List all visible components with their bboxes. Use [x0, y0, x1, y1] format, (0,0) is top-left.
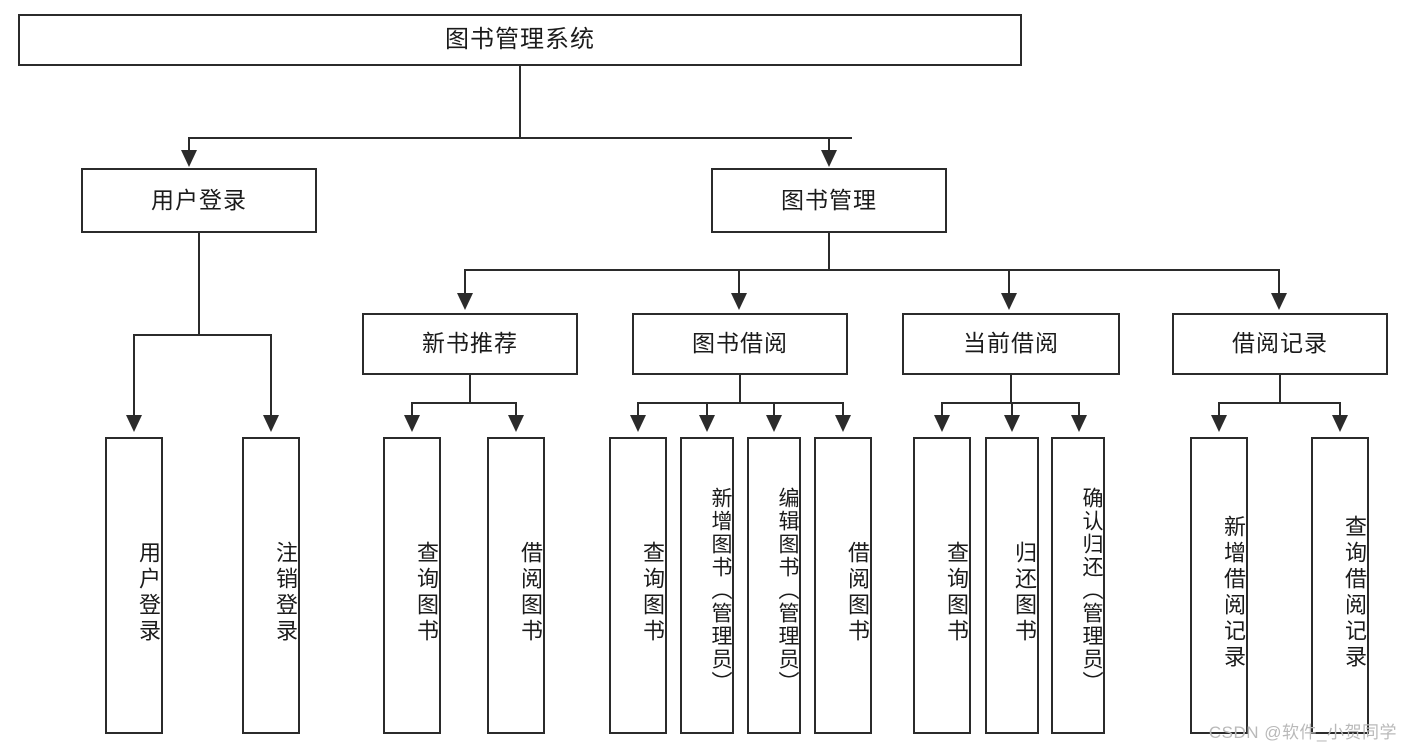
- arrow-to-user-login: [181, 150, 197, 167]
- connector-root-drop-left: [188, 137, 190, 154]
- arrow-to-leaf-query-book-1: [404, 415, 420, 432]
- connector-bookborrow-drop-2: [706, 402, 708, 418]
- connector-bookborrow-drop-1: [637, 402, 639, 418]
- node-user-login[interactable]: 用户登录: [81, 168, 317, 233]
- node-borrow-record[interactable]: 借阅记录: [1172, 313, 1388, 375]
- leaf-user-login[interactable]: 用户登录: [105, 437, 163, 734]
- connector-bookmanage-stem: [828, 233, 830, 271]
- leaf-query-book-borrow[interactable]: 查询图书: [609, 437, 667, 734]
- connector-bookborrow-drop-4: [842, 402, 844, 418]
- node-current-borrow[interactable]: 当前借阅: [902, 313, 1120, 375]
- leaf-add-borrow-record[interactable]: 新增借阅记录: [1190, 437, 1248, 734]
- arrow-to-leaf-add-book: [699, 415, 715, 432]
- connector-borrowrecord-stem: [1279, 375, 1281, 403]
- connector-bookborrow-stem: [739, 375, 741, 403]
- arrow-to-book-borrow: [731, 293, 747, 310]
- arrow-to-leaf-return-book: [1004, 415, 1020, 432]
- connector-borrowrecord-drop-2: [1339, 402, 1341, 418]
- leaf-confirm-return-admin[interactable]: 确认归还（管理员）: [1051, 437, 1105, 734]
- connector-currentborrow-stem: [1010, 375, 1012, 403]
- arrow-to-leaf-edit-book: [766, 415, 782, 432]
- arrow-to-leaf-confirm-return: [1071, 415, 1087, 432]
- connector-userlogin-bus: [133, 334, 271, 336]
- arrow-to-leaf-user-login: [126, 415, 142, 432]
- leaf-borrow-book[interactable]: 借阅图书: [814, 437, 872, 734]
- leaf-return-book[interactable]: 归还图书: [985, 437, 1039, 734]
- connector-root-stem: [519, 66, 521, 138]
- leaf-borrow-book-newbook[interactable]: 借阅图书: [487, 437, 545, 734]
- arrow-to-leaf-borrow-book-1: [508, 415, 524, 432]
- node-new-book-recommend[interactable]: 新书推荐: [362, 313, 578, 375]
- node-book-borrow[interactable]: 图书借阅: [632, 313, 848, 375]
- connector-newbook-stem: [469, 375, 471, 403]
- arrow-to-borrow-record: [1271, 293, 1287, 310]
- arrow-to-leaf-query-record: [1332, 415, 1348, 432]
- arrow-to-new-book: [457, 293, 473, 310]
- leaf-logout[interactable]: 注销登录: [242, 437, 300, 734]
- leaf-edit-book-admin[interactable]: 编辑图书（管理员）: [747, 437, 801, 734]
- connector-bookmanage-drop-4: [1278, 269, 1280, 296]
- connector-bookborrow-bus: [637, 402, 843, 404]
- node-book-manage[interactable]: 图书管理: [711, 168, 947, 233]
- connector-currentborrow-bus: [941, 402, 1079, 404]
- connector-userlogin-stem: [198, 233, 200, 335]
- arrow-to-leaf-borrow-book-2: [835, 415, 851, 432]
- arrow-to-book-manage: [821, 150, 837, 167]
- arrow-to-leaf-logout: [263, 415, 279, 432]
- leaf-add-book-admin[interactable]: 新增图书（管理员）: [680, 437, 734, 734]
- connector-bookborrow-drop-3: [773, 402, 775, 418]
- connector-root-bus: [188, 137, 852, 139]
- arrow-to-leaf-query-book-2: [630, 415, 646, 432]
- arrow-to-leaf-query-book-3: [934, 415, 950, 432]
- connector-currentborrow-drop-2: [1011, 402, 1013, 418]
- connector-bookmanage-drop-2: [738, 269, 740, 296]
- connector-borrowrecord-bus: [1218, 402, 1341, 404]
- connector-bookmanage-bus: [464, 269, 1280, 271]
- leaf-query-book-newbook[interactable]: 查询图书: [383, 437, 441, 734]
- connector-currentborrow-drop-1: [941, 402, 943, 418]
- connector-borrowrecord-drop-1: [1218, 402, 1220, 418]
- connector-userlogin-drop-2: [270, 334, 272, 418]
- arrow-to-leaf-add-record: [1211, 415, 1227, 432]
- connector-bookmanage-drop-1: [464, 269, 466, 296]
- connector-newbook-bus: [411, 402, 516, 404]
- leaf-query-borrow-record[interactable]: 查询借阅记录: [1311, 437, 1369, 734]
- connector-root-drop-right: [828, 137, 830, 154]
- arrow-to-current-borrow: [1001, 293, 1017, 310]
- node-root[interactable]: 图书管理系统: [18, 14, 1022, 66]
- connector-userlogin-drop-1: [133, 334, 135, 418]
- connector-newbook-drop-2: [515, 402, 517, 418]
- connector-currentborrow-drop-3: [1078, 402, 1080, 418]
- leaf-query-book-current[interactable]: 查询图书: [913, 437, 971, 734]
- connector-newbook-drop-1: [411, 402, 413, 418]
- connector-bookmanage-drop-3: [1008, 269, 1010, 296]
